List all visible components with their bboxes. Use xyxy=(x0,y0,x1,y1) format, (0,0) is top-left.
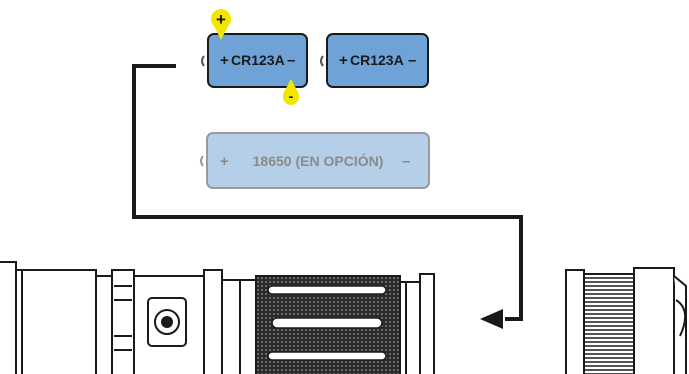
negative-marker-symbol: - xyxy=(289,88,294,104)
battery-2-label: CR123A xyxy=(350,52,404,68)
battery-cr123a-1: + CR123A – xyxy=(201,33,308,88)
flashlight-tube-end xyxy=(399,273,435,374)
positive-marker: + xyxy=(211,9,231,40)
insert-arrow-icon xyxy=(480,309,503,329)
battery-2-plus: + xyxy=(339,52,348,69)
battery-18650-minus: – xyxy=(402,153,410,170)
battery-1-minus: – xyxy=(287,52,295,69)
battery-1-plus: + xyxy=(220,52,229,69)
battery-2-minus: – xyxy=(408,52,416,69)
battery-18650-plus: + xyxy=(220,153,229,170)
positive-marker-symbol: + xyxy=(216,10,226,29)
battery-cr123a-2: + CR123A – xyxy=(320,33,429,88)
connector-line xyxy=(132,64,523,321)
knurled-grip xyxy=(255,275,401,374)
tail-cap xyxy=(565,267,687,374)
flashlight-body xyxy=(0,261,257,374)
battery-1-label: CR123A xyxy=(231,52,285,68)
battery-18650-label: 18650 (EN OPCIÓN) xyxy=(253,152,384,169)
negative-marker: - xyxy=(283,79,299,105)
battery-18650-optional: + 18650 (EN OPCIÓN) – xyxy=(200,132,430,189)
